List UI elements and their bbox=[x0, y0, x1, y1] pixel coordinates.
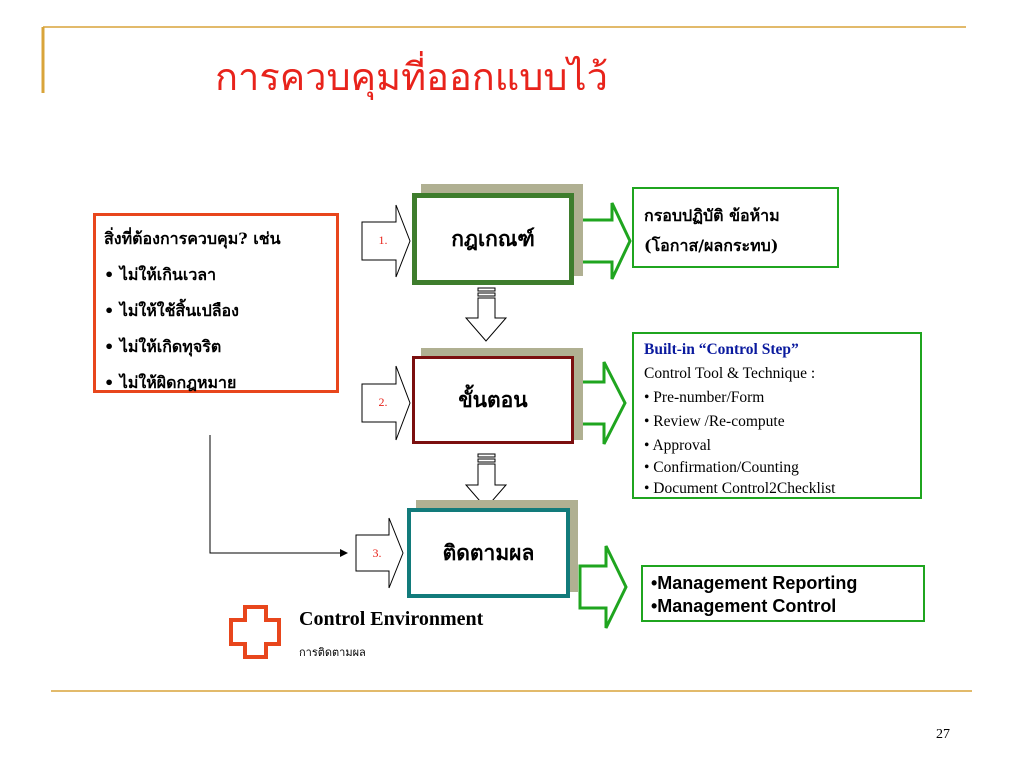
control-step-line: • Confirmation/Counting bbox=[644, 459, 799, 476]
page-title: การควบคุมที่ออกแบบไว้ bbox=[215, 55, 608, 99]
control-targets-heading: สิ่งที่ต้องการควบคุม? เช่น bbox=[104, 229, 281, 248]
output-arrow-3 bbox=[578, 545, 628, 629]
connector-arrowhead bbox=[340, 549, 348, 557]
step-3-number: 3. bbox=[372, 546, 382, 560]
output-arrow-1 bbox=[578, 202, 632, 280]
control-target-item: • ไม่ให้ผิดกฎหมาย bbox=[104, 373, 237, 392]
step-3-label: ติดตามผล bbox=[442, 540, 535, 565]
management-note-line: •Management Reporting bbox=[651, 573, 858, 593]
rules-note-line: กรอบปฏิบัติ ข้อห้าม bbox=[644, 206, 780, 225]
step-1-number: 1. bbox=[378, 233, 388, 247]
output-arrow-2 bbox=[578, 361, 627, 445]
step-3-box: ติดตามผล bbox=[407, 508, 570, 598]
rules-note-box: กรอบปฏิบัติ ข้อห้าม (โอกาส/ผลกระทบ) bbox=[632, 187, 839, 268]
control-target-item: • ไม่ให้เกิดทุจริต bbox=[104, 337, 222, 356]
page-number: 27 bbox=[936, 727, 950, 742]
control-step-line: • Document Control2Checklist bbox=[644, 480, 836, 497]
connector-line bbox=[209, 435, 340, 554]
step-1-label: กฎเกณฑ์ bbox=[451, 226, 535, 251]
control-step-line: • Pre-number/Form bbox=[644, 389, 765, 406]
control-step-heading: Built-in “Control Step” bbox=[644, 341, 799, 358]
cross-icon bbox=[229, 605, 281, 659]
control-target-item: • ไม่ให้เกินเวลา bbox=[104, 265, 217, 284]
step-1-box: กฎเกณฑ์ bbox=[412, 193, 574, 285]
control-step-note-box: Built-in “Control Step” Control Tool & T… bbox=[632, 332, 922, 499]
rules-note-line: (โอกาส/ผลกระทบ) bbox=[644, 236, 779, 255]
control-targets-box: สิ่งที่ต้องการควบคุม? เช่น • ไม่ให้เกินเ… bbox=[93, 213, 339, 393]
control-step-line: Control Tool & Technique : bbox=[644, 365, 816, 382]
management-note-box: •Management Reporting •Management Contro… bbox=[641, 565, 925, 622]
control-step-line: • Approval bbox=[644, 437, 711, 454]
control-step-line: • Review /Re-compute bbox=[644, 413, 785, 430]
step-2-box: ขั้นตอน bbox=[412, 356, 574, 444]
control-target-item: • ไม่ให้ใช้สิ้นเปลือง bbox=[104, 301, 239, 320]
step-2-label: ขั้นตอน bbox=[458, 387, 528, 412]
down-arrow-1 bbox=[464, 287, 508, 342]
step-2-number: 2. bbox=[378, 395, 388, 409]
management-note-line: •Management Control bbox=[651, 596, 837, 616]
control-environment-sublabel: การติดตามผล bbox=[299, 646, 366, 659]
control-environment-label: Control Environment bbox=[299, 608, 484, 630]
